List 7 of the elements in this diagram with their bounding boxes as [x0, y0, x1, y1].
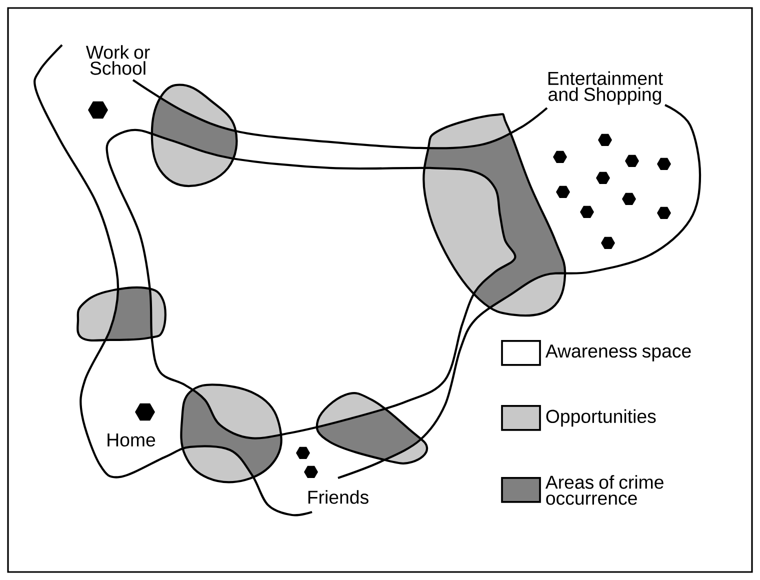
legend-label: Opportunities	[546, 409, 656, 427]
place-label: Home	[108, 433, 156, 446]
legend-label: Areas of crime occurrence	[545, 475, 664, 505]
place-label: Friends	[308, 490, 368, 504]
place-label: Work or School	[86, 45, 150, 75]
place-label: Entertainment and Shopping	[548, 71, 663, 105]
legend-label: Awareness space	[545, 344, 691, 362]
